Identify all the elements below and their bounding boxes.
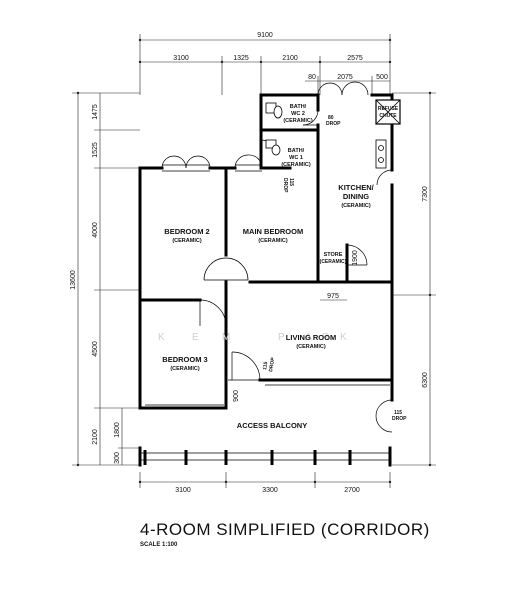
dim-left-sub-1: 1800	[114, 422, 121, 438]
bedroom2-name: BEDROOM 2	[164, 227, 209, 236]
watermark-letter: P	[278, 332, 285, 343]
refuse-chute: REFUSE CHUTE	[375, 99, 401, 125]
dimension-ticks	[76, 38, 432, 484]
bath2-name: BATH/	[290, 104, 307, 110]
drop-labels: 80 DROP 115 DROP 115 DROP 115 DROP	[262, 115, 407, 422]
bath1-name2: WC 1	[289, 155, 303, 161]
walls	[138, 93, 394, 467]
dim-left-2: 1525	[92, 142, 99, 158]
dim-top-sub-3: 500	[376, 74, 388, 81]
balcony-posts	[143, 450, 352, 465]
kitchen-name2: DINING	[343, 192, 369, 201]
dim-top-total: 9100	[257, 32, 273, 39]
dim-bottom-2: 3300	[262, 487, 278, 494]
watermark-letter: R	[322, 332, 329, 343]
dim-bottom-3: 2700	[344, 487, 360, 494]
main-bedroom-name: MAIN BEDROOM	[243, 227, 303, 236]
dim-store-width: 975	[327, 293, 339, 300]
drop115a-a: 115	[288, 178, 294, 186]
dim-top-2: 1325	[233, 55, 249, 62]
store-finish: (CERAMIC)	[320, 259, 347, 265]
watermark-letter: A	[305, 332, 312, 343]
store-name: STORE	[324, 252, 343, 258]
bath1-name: BATH/	[288, 148, 305, 154]
dim-door-900: 900	[233, 390, 240, 402]
plan-title: 4-ROOM SIMPLIFIED (CORRIDOR)	[140, 520, 430, 539]
watermark-letter: M	[222, 332, 230, 343]
drop80-b: DROP	[326, 121, 341, 127]
window-bars	[140, 164, 390, 461]
dim-left-3: 4000	[92, 222, 99, 238]
dim-left-1: 1475	[92, 104, 99, 120]
bath1-finish: (CERAMIC)	[281, 162, 310, 168]
dim-top-4: 2575	[347, 55, 363, 62]
dim-store-door: 1900	[352, 250, 359, 266]
drop115c-b: DROP	[392, 416, 407, 422]
door-swings	[161, 81, 393, 433]
bedroom2-finish: (CERAMIC)	[172, 238, 201, 244]
dim-top-sub-1: 80	[308, 74, 316, 81]
dim-top-3: 2100	[282, 55, 298, 62]
kitchen-finish: (CERAMIC)	[341, 203, 370, 209]
balcony-name: ACCESS BALCONY	[237, 421, 307, 430]
bedroom3-name: BEDROOM 3	[162, 355, 207, 364]
watermark-letter: K	[340, 332, 347, 343]
dim-top-sub-2: 2075	[337, 74, 353, 81]
drop115b-b: DROP	[268, 356, 277, 372]
drop115c-a: 115	[394, 410, 402, 416]
dim-top-1: 3100	[173, 55, 189, 62]
living-finish: (CERAMIC)	[296, 344, 325, 350]
plan-scale: SCALE 1:100	[140, 542, 178, 548]
kitchen-name: KITCHEN/	[338, 183, 374, 192]
dim-left-5: 2100	[92, 429, 99, 445]
main-bedroom-finish: (CERAMIC)	[258, 238, 287, 244]
drop80-a: 80	[328, 115, 334, 121]
watermark-letter: K	[158, 332, 165, 343]
fixtures	[265, 102, 387, 169]
dimension-text: 9100 3100 1325 2100 2575 80 2075 500 136…	[70, 32, 429, 494]
dim-right-2: 6300	[422, 372, 429, 388]
bath2-name2: WC 2	[291, 111, 305, 117]
dim-right-1: 7300	[422, 186, 429, 202]
watermark: K E M P A R K	[158, 332, 347, 343]
chute-label: CHUTE	[379, 113, 397, 119]
drop115a-b: DROP	[282, 178, 288, 193]
dim-left-sub-2: 300	[114, 452, 121, 464]
drop115b-a: 115	[262, 361, 269, 370]
watermark-letter: E	[192, 332, 199, 343]
dim-left-4: 4500	[92, 341, 99, 357]
living-name: LIVING ROOM	[286, 333, 336, 342]
refuse-label: REFUSE	[378, 106, 399, 112]
bedroom3-finish: (CERAMIC)	[170, 366, 199, 372]
dim-left-total: 13600	[70, 270, 77, 290]
bath2-finish: (CERAMIC)	[283, 118, 312, 124]
room-labels: BATH/ WC 2 (CERAMIC) BATH/ WC 1 (CERAMIC…	[162, 104, 374, 430]
dim-bottom-1: 3100	[175, 487, 191, 494]
